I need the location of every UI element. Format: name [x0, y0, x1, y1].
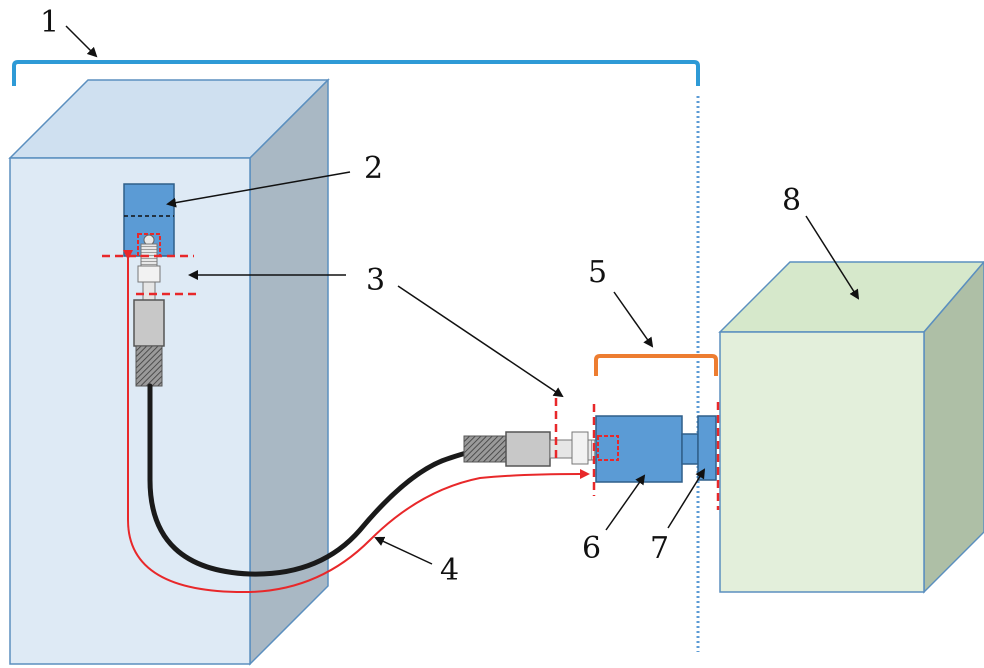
leader-1 [65, 25, 98, 58]
mounting-adapter-icon [681, 415, 717, 481]
accelerometer-sensor-icon [123, 183, 175, 257]
leader-3-right [397, 285, 564, 398]
leader-5 [613, 291, 654, 348]
calibration-bracket [594, 354, 718, 376]
machine-housing-box [8, 78, 330, 666]
leader-6 [605, 474, 646, 531]
label-3: 3 [366, 263, 385, 298]
reference-sensor-icon [595, 415, 683, 483]
label-8: 8 [782, 183, 801, 218]
leader-2 [166, 171, 351, 208]
system-bracket [12, 60, 700, 86]
signal-path-line [123, 250, 590, 594]
leader-4 [374, 536, 433, 565]
leader-7 [667, 468, 706, 529]
horizontal-threaded-connector-icon [463, 431, 613, 467]
label-2: 2 [364, 151, 383, 186]
leader-8 [805, 215, 860, 300]
label-5: 5 [588, 255, 607, 290]
label-1: 1 [40, 5, 59, 40]
external-structure-box [718, 260, 984, 594]
label-7: 7 [650, 531, 669, 566]
label-4: 4 [440, 553, 459, 588]
label-6: 6 [582, 531, 601, 566]
